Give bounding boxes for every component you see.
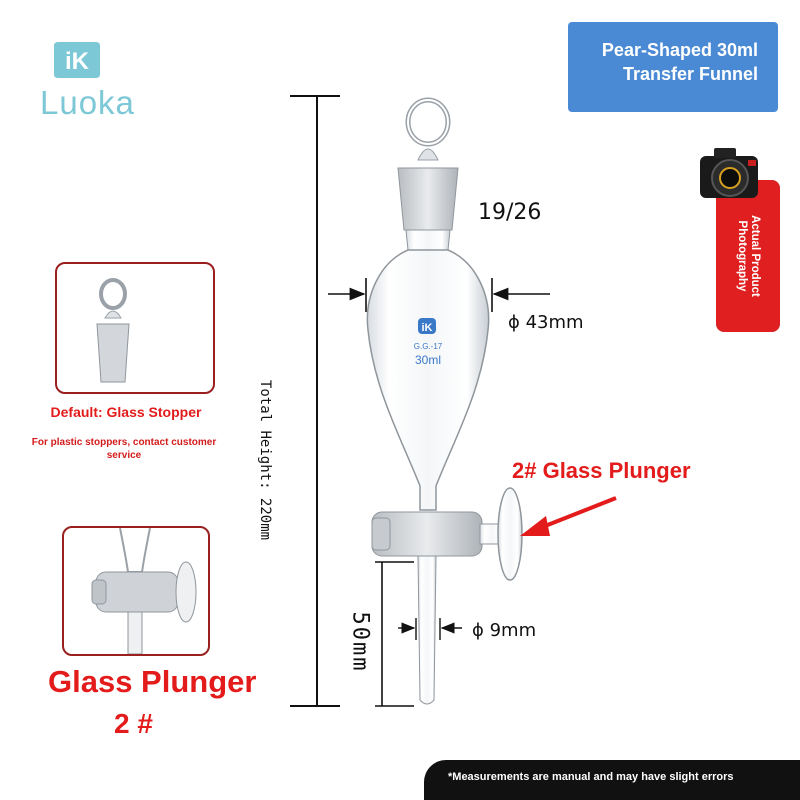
product-title-line2: Transfer Funnel [622,64,758,84]
glass-plunger-number: 2 # [114,708,153,739]
glass-plunger-image [91,528,197,654]
footer-note: *Measurements are manual and may have sl… [448,771,734,783]
total-height-label: Total Height: 220mm [257,379,273,541]
plunger-callout-label: 2# Glass Plunger [512,458,691,483]
joint-size-label: 19/26 [478,200,542,225]
svg-text:G.G.-17: G.G.-17 [414,342,443,351]
stopper [397,97,459,231]
product-title-box: Pear-Shaped 30ml Transfer Funnel [568,22,778,112]
brand-name: Luoka [40,84,135,121]
stem-diameter-label: ϕ 9mm [472,620,537,641]
brand-logo-icon: iK [54,42,100,78]
photo-badge [716,180,780,332]
funnel-stem [417,555,437,705]
plastic-stopper-note: For plastic stoppers, contact customer s… [31,437,217,461]
footer-bar [424,760,800,800]
plunger-callout-arrow [520,496,617,536]
body-diameter-label: ϕ 43mm [508,312,584,333]
glass-stopper-image [96,278,130,383]
svg-text:iK: iK [422,322,433,334]
stem-length-label: 50mm [347,611,373,673]
product-title-line1: Pear-Shaped 30ml [601,40,758,60]
camera-icon [700,148,758,198]
glass-plunger-label: Glass Plunger [48,664,257,699]
funnel-engraving: iK G.G.-17 30ml [414,318,443,367]
stem-diameter-arrows [398,618,462,640]
svg-text:30ml: 30ml [415,353,441,367]
funnel-body [366,249,490,511]
plunger-card [62,526,210,656]
brand-logo: iK [52,38,102,80]
stem-length-line [375,561,414,707]
body-diameter-arrows [328,278,550,312]
total-height-line [290,95,340,707]
default-stopper-label: Default: Glass Stopper [50,404,202,420]
stopcock [371,487,523,581]
stopper-card [55,262,215,394]
svg-text:iK: iK [65,48,90,75]
